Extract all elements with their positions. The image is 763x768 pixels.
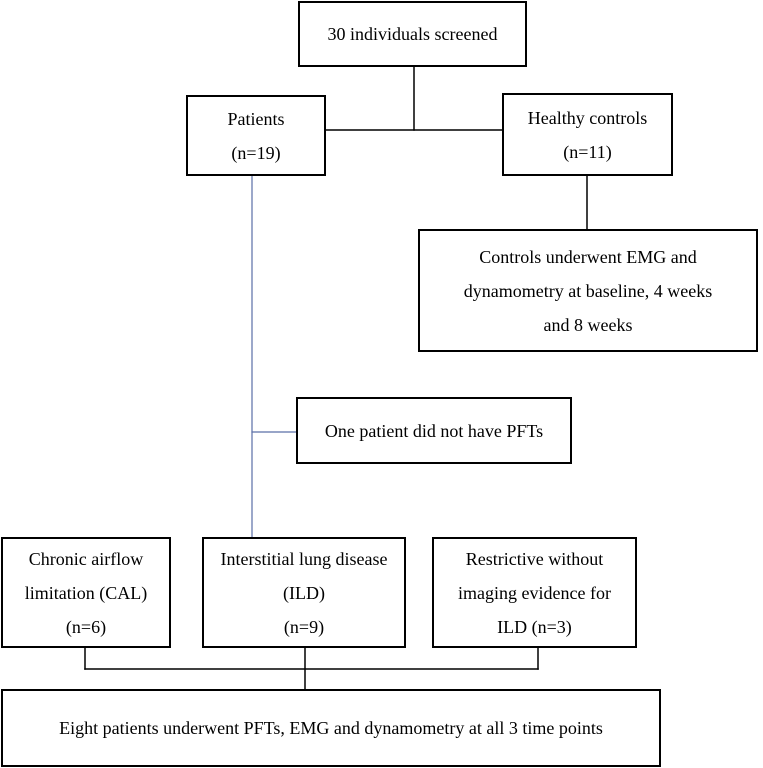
controls-testing-line-1: Controls underwent EMG and — [479, 246, 697, 267]
controls-testing-box: Controls underwent EMG and dynamometry a… — [418, 229, 758, 352]
cal-line-2: limitation (CAL) — [24, 582, 148, 603]
cal-count: (n=6) — [65, 616, 107, 637]
final-label: Eight patients underwent PFTs, EMG and d… — [59, 718, 603, 738]
controls-label: Healthy controls — [527, 107, 648, 128]
ild-count: (n=9) — [283, 616, 325, 637]
restrictive-count: ILD (n=3) — [497, 616, 572, 637]
no-pft-box: One patient did not have PFTs — [296, 397, 572, 464]
controls-testing-line-3: and 8 weeks — [543, 314, 633, 335]
cal-line-1: Chronic airflow — [28, 548, 144, 569]
patients-count: (n=19) — [231, 142, 281, 163]
final-box: Eight patients underwent PFTs, EMG and d… — [1, 689, 661, 767]
healthy-controls-box: Healthy controls (n=11) — [502, 93, 673, 176]
controls-testing-line-2: dynamometry at baseline, 4 weeks — [463, 280, 713, 301]
restrictive-line-2: imaging evidence for — [458, 582, 611, 603]
restrictive-line-1: Restrictive without — [465, 548, 604, 569]
ild-line-1: Interstitial lung disease — [220, 548, 388, 569]
screened-label: 30 individuals screened — [327, 24, 498, 44]
patients-label: Patients — [227, 108, 285, 129]
controls-count: (n=11) — [563, 141, 612, 162]
patients-box: Patients (n=19) — [186, 95, 326, 176]
ild-box: Interstitial lung disease (ILD) (n=9) — [202, 537, 406, 648]
restrictive-box: Restrictive without imaging evidence for… — [432, 537, 637, 648]
cal-box: Chronic airflow limitation (CAL) (n=6) — [1, 537, 171, 648]
ild-line-2: (ILD) — [283, 582, 325, 603]
screened-box: 30 individuals screened — [298, 1, 527, 67]
no-pft-label: One patient did not have PFTs — [324, 420, 544, 441]
